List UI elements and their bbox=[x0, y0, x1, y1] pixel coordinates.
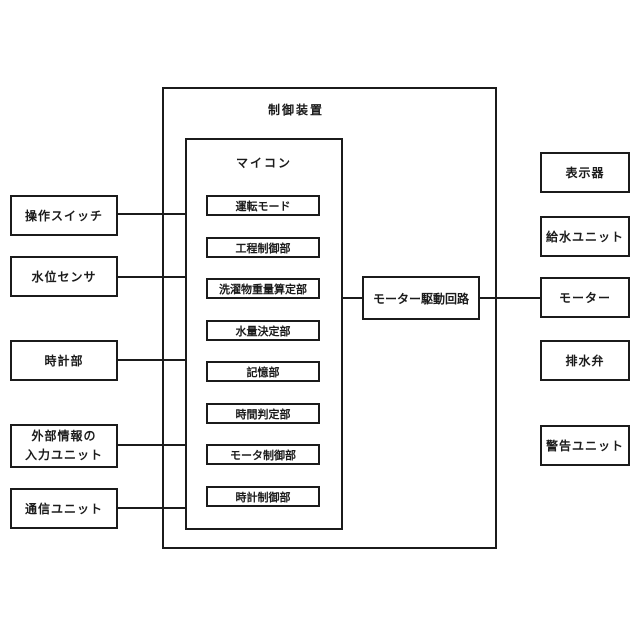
module-operation-mode: 運転モード bbox=[206, 195, 320, 216]
control-device-box bbox=[162, 87, 497, 549]
unit-clock: 時計部 bbox=[10, 340, 118, 381]
connector-micon-to-motor-drive bbox=[343, 297, 362, 299]
unit-operation-switch: 操作スイッチ bbox=[10, 195, 118, 236]
unit-drain-valve: 排水弁 bbox=[540, 340, 630, 381]
microcomputer-label: マイコン bbox=[235, 156, 292, 170]
module-clock-control: 時計制御部 bbox=[206, 486, 320, 507]
unit-warning: 警告ユニット bbox=[540, 425, 630, 466]
unit-external-info-input-line2: 入力ユニット bbox=[24, 448, 103, 462]
module-memory: 記憶部 bbox=[206, 361, 320, 382]
motor-drive-circuit-box: モーター駆動回路 bbox=[362, 276, 480, 320]
connector-clock bbox=[118, 359, 185, 361]
microcomputer-box bbox=[185, 138, 343, 530]
connector-operation-switch bbox=[118, 213, 185, 215]
unit-communication: 通信ユニット bbox=[10, 488, 118, 529]
module-motor-control: モータ制御部 bbox=[206, 444, 320, 465]
unit-water-supply: 給水ユニット bbox=[540, 216, 630, 257]
connector-motor-drive-to-motor bbox=[480, 297, 540, 299]
unit-external-info-input: 外部情報の 入力ユニット bbox=[10, 424, 118, 468]
module-process-control: 工程制御部 bbox=[206, 237, 320, 258]
module-water-amount-determination: 水量決定部 bbox=[206, 320, 320, 341]
connector-communication bbox=[118, 507, 185, 509]
module-laundry-weight-calculation: 洗濯物重量算定部 bbox=[206, 278, 320, 299]
unit-display: 表示器 bbox=[540, 152, 630, 193]
unit-water-level-sensor: 水位センサ bbox=[10, 256, 118, 297]
connector-external-info-input bbox=[118, 444, 185, 446]
connector-water-level-sensor bbox=[118, 276, 185, 278]
control-device-label: 制御装置 bbox=[267, 103, 324, 117]
unit-external-info-input-line1: 外部情報の bbox=[31, 429, 97, 443]
unit-motor: モーター bbox=[540, 277, 630, 318]
module-time-judgment: 時間判定部 bbox=[206, 403, 320, 424]
